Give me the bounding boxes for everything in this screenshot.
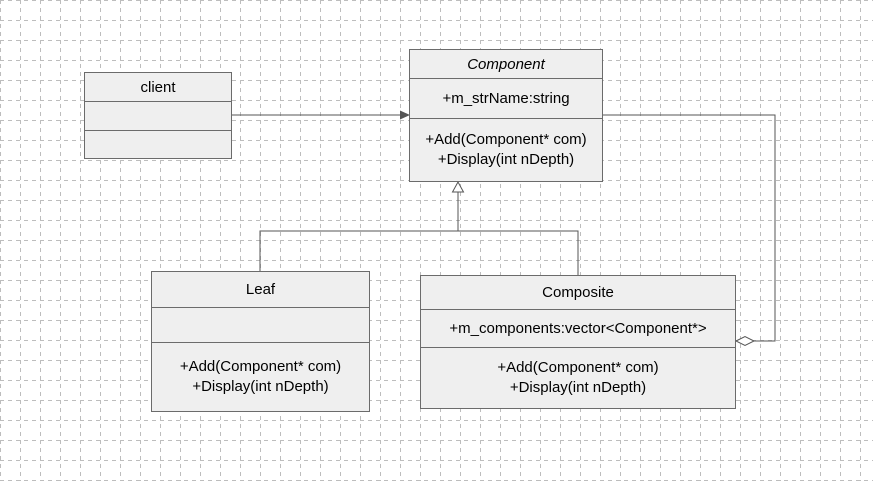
operation: +Add(Component* com) xyxy=(179,358,342,375)
attributes-compartment: +m_strName:string xyxy=(410,78,602,118)
arrowhead-icon xyxy=(400,110,410,120)
generalization-line-composite xyxy=(458,230,579,275)
attribute: +m_strName:string xyxy=(442,89,570,107)
operation: +Add(Component* com) xyxy=(497,359,659,376)
operations-compartment: +Add(Component* com) +Display(int nDepth… xyxy=(152,342,369,411)
aggregation-line xyxy=(603,114,776,342)
attributes-compartment: +m_components:vector<Component*> xyxy=(421,309,735,347)
class-client[interactable]: client xyxy=(84,72,232,159)
operation: +Add(Component* com) xyxy=(425,131,587,148)
operation: +Display(int nDepth) xyxy=(192,378,329,395)
attributes-compartment xyxy=(85,101,231,130)
operation: +Display(int nDepth) xyxy=(437,151,575,168)
operations-compartment: +Add(Component* com) +Display(int nDepth… xyxy=(421,347,735,408)
class-leaf[interactable]: Leaf +Add(Component* com) +Display(int n… xyxy=(151,271,370,412)
generalization-line-leaf xyxy=(259,230,458,271)
class-name: client xyxy=(140,78,176,96)
attribute: +m_components:vector<Component*> xyxy=(449,319,707,337)
class-name: Component xyxy=(467,55,545,73)
generalization-triangle-icon xyxy=(451,180,465,193)
aggregation-diamond-icon xyxy=(734,335,756,347)
operations-compartment: +Add(Component* com) +Display(int nDepth… xyxy=(410,118,602,181)
operations-compartment xyxy=(85,130,231,158)
class-name: Leaf xyxy=(245,281,276,298)
operation: +Display(int nDepth) xyxy=(509,379,647,396)
attributes-compartment xyxy=(152,307,369,342)
class-component[interactable]: Component +m_strName:string +Add(Compone… xyxy=(409,49,603,182)
class-composite[interactable]: Composite +m_components:vector<Component… xyxy=(420,275,736,409)
class-name: Composite xyxy=(542,284,614,301)
